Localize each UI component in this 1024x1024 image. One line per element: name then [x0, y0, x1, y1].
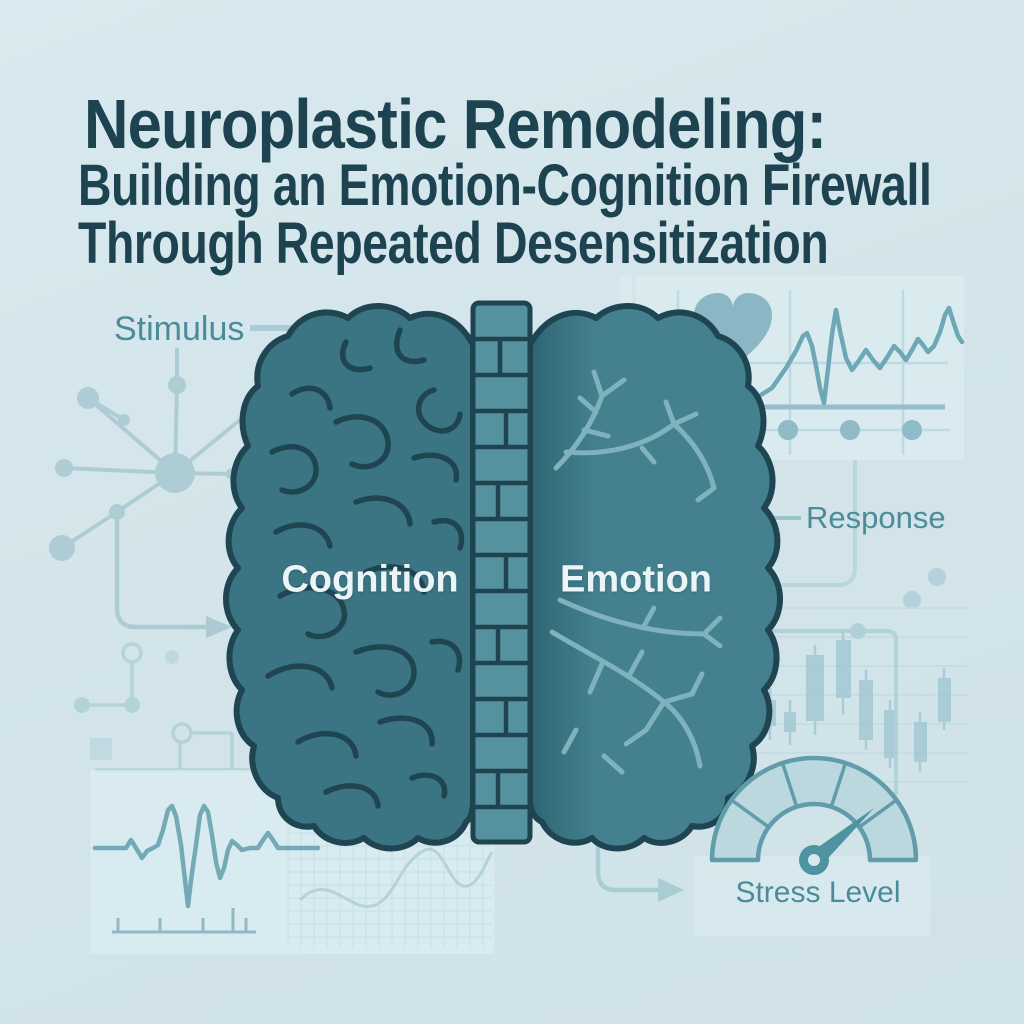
response-connector-line — [763, 460, 857, 587]
title-line-2: Building an Emotion-Cognition Firewall — [78, 153, 932, 218]
brain-right-hemisphere — [527, 303, 783, 852]
gauge-needle — [799, 808, 874, 875]
timeline-dots-icon — [778, 420, 922, 440]
stress-level-label: Stress Level — [735, 876, 901, 909]
title-line-3: Through Repeated Desensitization — [78, 211, 829, 276]
circuit-right-icon — [768, 623, 898, 795]
cognition-label: Cognition — [281, 558, 459, 601]
stress-gauge-icon — [694, 755, 930, 936]
gyri-folds — [265, 327, 465, 809]
emotion-label: Emotion — [560, 558, 712, 601]
axis-ticks-icon — [112, 908, 256, 934]
stress-connector-arrow — [595, 820, 684, 902]
grid-curve — [298, 847, 494, 908]
firewall-brick-wall-icon — [470, 300, 533, 845]
circuit-arrow-left-icon — [114, 520, 232, 638]
stimulus-label: Stimulus — [114, 310, 245, 348]
response-label: Response — [806, 500, 946, 535]
eeg-waveform-icon — [92, 803, 321, 909]
brain-left-hemisphere — [223, 303, 476, 852]
title-line-1: Neuroplastic Remodeling: — [84, 85, 827, 163]
neural-branches — [549, 369, 723, 775]
ecg-line-icon — [665, 305, 965, 406]
network-graph-icon — [49, 348, 273, 561]
decor-dots-icon — [903, 568, 946, 609]
